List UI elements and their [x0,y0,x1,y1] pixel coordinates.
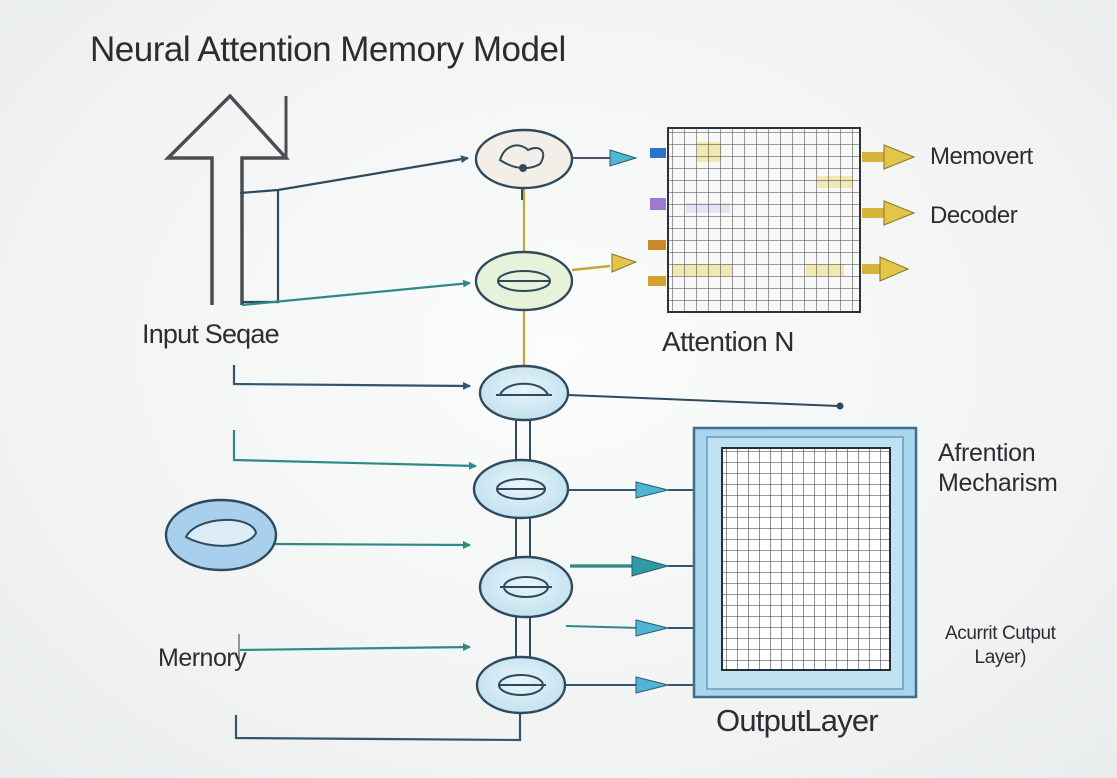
node3-end [836,402,844,410]
input-link-4 [232,365,471,390]
node2-tri [611,253,638,273]
node5b-tri [635,619,669,637]
acurrit-output-line-1: Acurrit Cutput [945,623,1056,644]
attention-mechanism-line-2: Mecharism [938,469,1058,497]
input-link-5 [232,430,477,470]
memory-link-2 [239,643,471,652]
node5-tri [631,555,670,577]
output-layer-label: OutputLayer [716,703,879,738]
attention-mechanism-label: Afrention Mecharism [938,438,1058,498]
input-link-2 [242,190,280,304]
input-up-arrow [163,93,290,305]
node5b-out [565,625,641,629]
node4-tri [635,481,669,499]
matrix-third-arrow [862,256,910,282]
node2-out [571,264,611,272]
node3-out [567,394,839,407]
input-link-1 [239,155,469,195]
node6-tri [635,676,669,694]
node-4 [472,458,570,520]
acurrit-output-line-2: Layer) [974,647,1027,668]
diagram-title: Neural Attention Memory Model [90,30,566,69]
decoder-arrow [862,200,916,226]
memovert-arrow [862,144,916,170]
node1-tri [609,149,638,167]
node-1 [474,128,574,190]
memory-link [274,540,471,549]
attention-n-label: Attention N [662,326,795,357]
node-3 [478,364,570,422]
memory-label: Mernory [158,644,247,672]
attention-mechanism-line-1: Afrention [938,439,1036,467]
attention-matrix [648,127,861,313]
node-2 [474,250,574,312]
acurrit-output-label: Acurrit Cutput Layer) [945,622,1056,670]
input-sequence-label: Input Seqae [142,319,280,349]
memory-node [164,498,278,572]
output-layer-panel [692,426,918,699]
node-5 [478,555,574,619]
memovert-label: Memovert [930,143,1033,170]
decoder-label: Decoder [930,202,1018,229]
bottom-link [234,700,522,742]
node-6 [475,655,567,715]
input-link-3 [241,279,471,307]
